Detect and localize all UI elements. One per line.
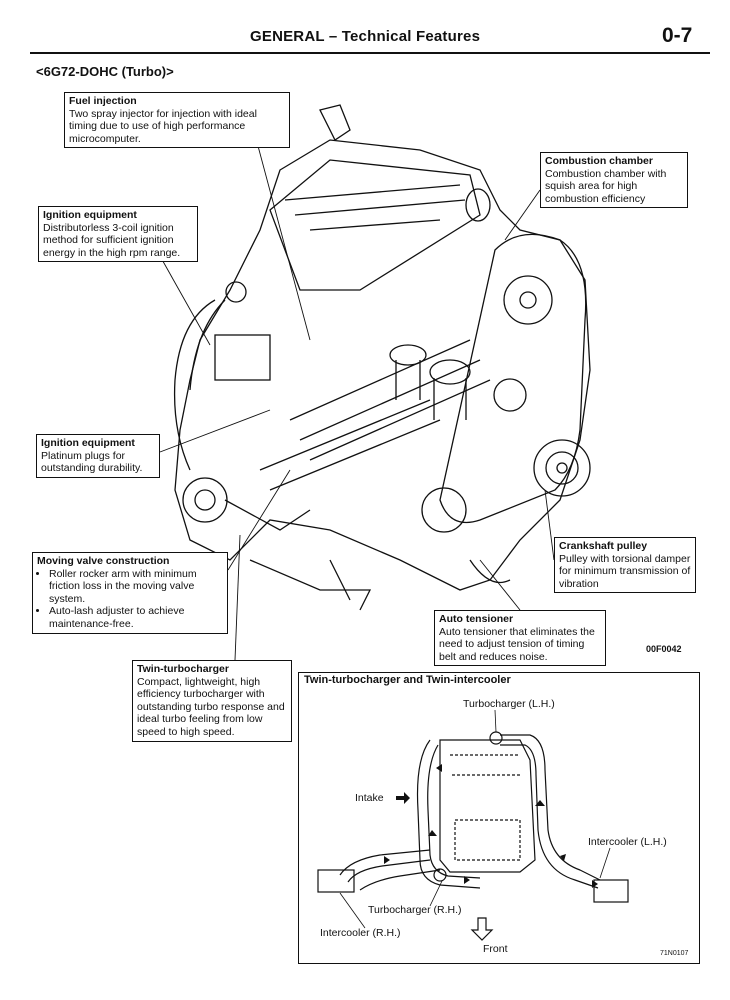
callout-combustion-chamber: Combustion chamber Combustion chamber wi… [540, 152, 688, 209]
callout-title: Ignition equipment [41, 437, 135, 449]
callout-twin-turbocharger: Twin-turbocharger Compact, lightweight, … [132, 660, 292, 742]
callout-bullet-list: Roller rocker arm with minimum friction … [37, 568, 223, 631]
section-title: <6G72-DOHC (Turbo)> [36, 64, 174, 79]
front-arrow-icon [470, 917, 494, 941]
turbocharger-rh-icon [433, 868, 447, 882]
turbocharger-lh-icon [489, 731, 503, 745]
label-turbocharger-lh: Turbocharger (L.H.) [463, 698, 555, 710]
intake-arrow-icon [396, 792, 410, 804]
page-number: 0-7 [662, 24, 693, 47]
callout-title: Auto tensioner [439, 613, 514, 625]
callout-body: Combustion chamber with squish area for … [545, 167, 667, 205]
figure-code-inset: 71N0107 [660, 950, 689, 957]
callout-title: Combustion chamber [545, 155, 653, 167]
callout-ignition-equipment-plugs: Ignition equipment Platinum plugs for ou… [36, 434, 160, 478]
callout-title: Ignition equipment [43, 209, 137, 221]
label-intake: Intake [355, 792, 384, 804]
timing-belt [439, 233, 587, 524]
intercooler-rh-icon [317, 869, 355, 893]
engine-outline [174, 139, 591, 591]
label-turbocharger-rh: Turbocharger (R.H.) [368, 904, 462, 916]
ignition-coil [225, 281, 247, 303]
callout-title: Crankshaft pulley [559, 540, 648, 552]
callout-body: Auto tensioner that eliminates the need … [439, 625, 595, 663]
label-intercooler-rh: Intercooler (R.H.) [320, 927, 401, 939]
intake-manifold [269, 159, 481, 291]
engine-block-outline [439, 739, 536, 873]
intercooler-lh-icon [593, 879, 629, 903]
inset-title: Twin-turbocharger and Twin-intercooler [304, 674, 511, 686]
callout-body: Platinum plugs for outstanding durabilit… [41, 449, 143, 475]
callout-body: Two spray injector for injection with id… [69, 107, 257, 145]
inset-frame [298, 672, 700, 964]
callout-fuel-injection: Fuel injection Two spray injector for in… [64, 92, 290, 149]
callout-title: Twin-turbocharger [137, 663, 229, 675]
callout-body: Compact, lightweight, high efficiency tu… [137, 675, 285, 738]
page-header-title: GENERAL – Technical Features [250, 28, 481, 45]
callout-title: Moving valve construction [37, 555, 170, 567]
callout-crankshaft-pulley: Crankshaft pulley Pulley with torsional … [554, 537, 696, 594]
label-intercooler-lh: Intercooler (L.H.) [588, 836, 667, 848]
callout-moving-valve: Moving valve construction Roller rocker … [32, 552, 228, 634]
figure-code-engine: 00F0042 [646, 644, 682, 654]
callout-body: Distributorless 3-coil ignition method f… [43, 221, 181, 259]
throttle-body [465, 188, 491, 222]
callout-title: Fuel injection [69, 95, 137, 107]
coil-pack [214, 334, 271, 381]
crankshaft-pulley-icon [533, 439, 591, 497]
header-rule [30, 52, 710, 54]
cam-pulley-upper [503, 275, 553, 325]
callout-ignition-equipment-coil: Ignition equipment Distributorless 3-coi… [38, 206, 198, 263]
callout-auto-tensioner: Auto tensioner Auto tensioner that elimi… [434, 610, 606, 667]
label-front: Front [483, 943, 508, 955]
callout-body: Pulley with torsional damper for minimum… [559, 552, 691, 590]
callout-bullet: Roller rocker arm with minimum friction … [49, 568, 223, 606]
turbocharger-front [182, 477, 228, 523]
callout-bullet: Auto-lash adjuster to achieve maintenanc… [49, 605, 223, 630]
